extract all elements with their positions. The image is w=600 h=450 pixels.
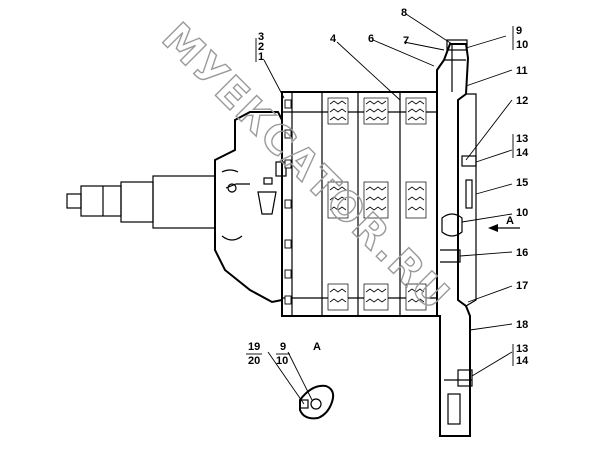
label-16: 16 — [516, 247, 528, 259]
label-12: 12 — [516, 95, 528, 107]
label-13b: 13 — [516, 343, 528, 355]
shaft — [66, 175, 216, 229]
label-13: 13 — [516, 133, 528, 145]
label-7: 7 — [403, 35, 409, 47]
label-3: 3 — [258, 31, 264, 43]
label-1: 1 — [258, 51, 264, 63]
friction-plates — [284, 97, 427, 311]
label-6: 6 — [368, 33, 374, 45]
label-14b: 14 — [516, 355, 529, 367]
cover-flange — [436, 39, 477, 437]
part-labels: 3 2 1 4 6 7 8 9 10 11 12 13 14 15 10 A 1… — [248, 7, 529, 367]
label-10c: 10 — [276, 355, 288, 367]
label-separators — [246, 26, 514, 366]
label-15: 15 — [516, 177, 528, 189]
label-10b: 10 — [516, 207, 528, 219]
label-17: 17 — [516, 280, 528, 292]
label-18: 18 — [516, 319, 528, 331]
label-10: 10 — [516, 39, 528, 51]
view-arrow — [488, 224, 520, 232]
leader-lines — [263, 13, 513, 405]
label-20: 20 — [248, 355, 260, 367]
view-label-a: A — [313, 341, 321, 353]
label-9: 9 — [516, 25, 522, 37]
label-8: 8 — [401, 7, 407, 19]
svg-text:МУЕКСАТОR.RU: МУЕКСАТОR.RU — [153, 15, 459, 321]
label-11: 11 — [516, 65, 528, 77]
detail-view-a — [299, 384, 335, 420]
watermark: МУЕКСАТОR.RU — [152, 14, 459, 321]
label-14: 14 — [516, 147, 529, 159]
label-9b: 9 — [280, 341, 286, 353]
label-2: 2 — [258, 41, 264, 53]
label-4: 4 — [330, 33, 337, 45]
label-19: 19 — [248, 341, 260, 353]
label-arrow-a: A — [506, 215, 514, 227]
